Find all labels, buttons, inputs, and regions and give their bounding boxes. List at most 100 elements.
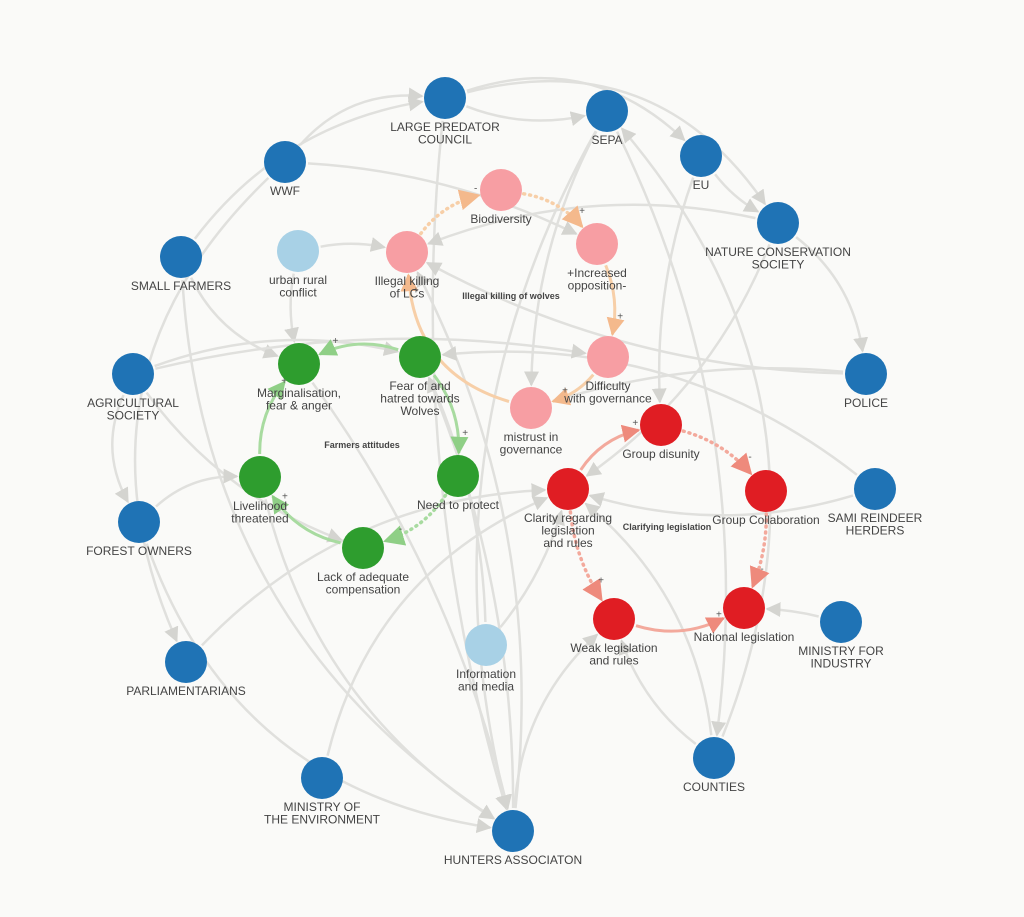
node-circle[interactable]	[845, 353, 887, 395]
node-circle[interactable]	[437, 455, 479, 497]
node-small-farmers[interactable]: SMALL FARMERS	[131, 236, 231, 293]
node-circle[interactable]	[593, 598, 635, 640]
node-label: Livelihood	[233, 499, 287, 513]
loop-link	[419, 189, 481, 236]
node-label: Lack of adequate	[317, 570, 409, 584]
node-circle[interactable]	[277, 230, 319, 272]
background-link	[299, 87, 424, 146]
background-link	[326, 496, 549, 756]
loop-label-farmers: Farmers attitudes	[324, 440, 400, 450]
loop-link	[521, 192, 584, 229]
loop-link	[749, 512, 770, 589]
node-label: with governance	[563, 392, 652, 406]
node-label: compensation	[326, 583, 401, 597]
node-circle[interactable]	[165, 641, 207, 683]
node-circle[interactable]	[399, 336, 441, 378]
node-circle[interactable]	[693, 737, 735, 779]
node-label: HERDERS	[846, 524, 905, 538]
node-circle[interactable]	[239, 456, 281, 498]
node-circle[interactable]	[264, 141, 306, 183]
node-circle[interactable]	[492, 810, 534, 852]
node-forest-owners[interactable]: FOREST OWNERS	[86, 501, 192, 558]
node-label: Biodiversity	[470, 212, 531, 226]
node-wwf[interactable]: WWF	[264, 141, 306, 198]
node-circle[interactable]	[680, 135, 722, 177]
loop-link	[382, 493, 448, 546]
background-link	[427, 376, 515, 809]
node-circle[interactable]	[301, 757, 343, 799]
node-sepa[interactable]: SEPA	[586, 90, 628, 147]
loop-link	[271, 494, 341, 545]
background-link	[145, 543, 492, 833]
node-circle[interactable]	[510, 387, 552, 429]
loop-link	[579, 424, 641, 471]
node-label: SOCIETY	[107, 409, 160, 423]
node-hunters-association[interactable]: HUNTERS ASSOCIATON	[444, 810, 582, 867]
node-label: SMALL FARMERS	[131, 279, 231, 293]
node-label: INDUSTRY	[810, 657, 871, 671]
node-circle[interactable]	[586, 90, 628, 132]
node-biodiversity[interactable]: Biodiversity	[470, 169, 532, 226]
background-link	[618, 639, 697, 745]
node-circle[interactable]	[342, 527, 384, 569]
node-circle[interactable]	[480, 169, 522, 211]
background-link	[795, 236, 869, 353]
node-circle[interactable]	[547, 468, 589, 510]
background-link	[155, 468, 239, 508]
polarity-sign: +	[413, 286, 419, 297]
node-circle[interactable]	[118, 501, 160, 543]
node-need-to-protect[interactable]: Need to protect	[417, 455, 500, 512]
node-circle[interactable]	[757, 202, 799, 244]
node-label: WWF	[270, 184, 300, 198]
node-circle[interactable]	[640, 404, 682, 446]
background-link	[475, 130, 597, 811]
background-link	[311, 381, 512, 811]
polarity-sign: -	[474, 184, 477, 195]
node-eu[interactable]: EU	[680, 135, 722, 192]
polarity-sign: +	[716, 610, 722, 621]
node-circle[interactable]	[386, 231, 428, 273]
node-parliamentarians[interactable]: PARLIAMENTARIANS	[126, 641, 246, 698]
loop-connections	[258, 189, 770, 634]
node-group-collaboration[interactable]: Group Collaboration	[712, 470, 820, 527]
node-circle[interactable]	[576, 223, 618, 265]
node-circle[interactable]	[745, 470, 787, 512]
loop-link	[681, 429, 753, 476]
node-circle[interactable]	[820, 601, 862, 643]
node-label: conflict	[279, 286, 317, 300]
node-circle[interactable]	[160, 236, 202, 278]
node-circle[interactable]	[723, 587, 765, 629]
node-group-disunity[interactable]: Group disunity	[622, 404, 700, 461]
node-circle[interactable]	[854, 468, 896, 510]
node-circle[interactable]	[278, 343, 320, 385]
node-marginalisation[interactable]: Marginalisation,fear & anger	[257, 343, 341, 413]
background-link	[466, 79, 767, 206]
node-circle[interactable]	[112, 353, 154, 395]
node-circle[interactable]	[587, 336, 629, 378]
node-label: THE ENVIRONMENT	[264, 813, 381, 827]
node-police[interactable]: POLICE	[844, 353, 888, 410]
node-counties[interactable]: COUNTIES	[683, 737, 745, 794]
node-circle[interactable]	[424, 77, 466, 119]
node-circle[interactable]	[465, 624, 507, 666]
node-label: PARLIAMENTARIANS	[126, 684, 246, 698]
node-national-legislation[interactable]: National legislation	[694, 587, 795, 644]
